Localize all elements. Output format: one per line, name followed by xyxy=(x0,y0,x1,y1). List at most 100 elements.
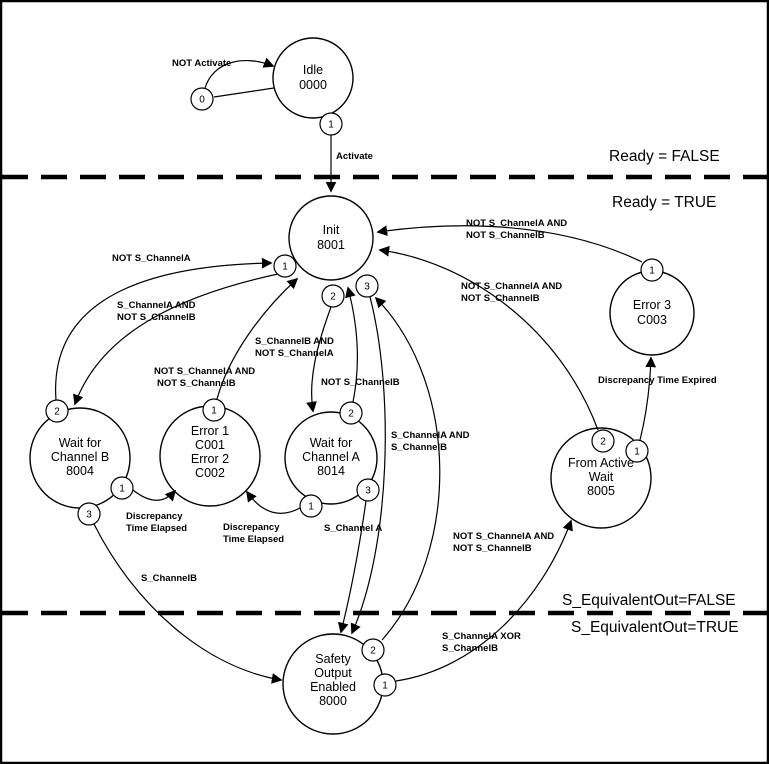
trans-label-init-to-waitb-line2: NOT S_ChannelB xyxy=(117,312,196,323)
edge-idle-selfloop-out xyxy=(213,87,275,98)
trans-label-waita-to-error-line1: Discrepancy xyxy=(223,522,280,533)
state-label-error3-name: Error 3 xyxy=(633,298,671,312)
port-label-waitb-t3: 3 xyxy=(86,510,92,521)
region-label-equivalentout-true: S_EquivalentOut=TRUE xyxy=(571,619,739,636)
state-label-so-line1: Safety xyxy=(315,652,351,666)
edge-waita-to-init xyxy=(345,286,358,403)
state-label-error2-code: C002 xyxy=(195,466,225,480)
port-label-idle-t1: 1 xyxy=(328,120,334,131)
trans-label-error12-to-init-line2: NOT S_ChannelB xyxy=(157,378,236,389)
state-wait-for-channel-a xyxy=(284,411,378,505)
edge-faw-to-init xyxy=(378,245,599,431)
region-label-ready-true: Ready = TRUE xyxy=(612,194,716,211)
state-label-idle-code: 0000 xyxy=(299,78,327,92)
port-label-init-t3: 3 xyxy=(364,282,370,293)
trans-label-waita-to-so: S_Channel A xyxy=(324,523,382,534)
port-label-init-t1: 1 xyxy=(282,262,288,273)
state-label-faw-code: 8005 xyxy=(587,484,615,498)
edge-init-to-waita xyxy=(306,306,332,413)
port-error3-t1 xyxy=(640,258,664,282)
port-label-waitb-t2: 2 xyxy=(54,407,60,418)
port-label-waitb-t1: 1 xyxy=(119,484,125,495)
trans-label-not-activate: NOT Activate xyxy=(172,58,231,69)
trans-label-error3-to-init-line1: NOT S_ChannelA AND xyxy=(466,218,567,229)
edge-init-to-so xyxy=(350,296,386,635)
port-waita-t2 xyxy=(339,401,363,425)
state-label-so-code: 8000 xyxy=(319,694,347,708)
region-label-ready-false: Ready = FALSE xyxy=(609,148,720,165)
trans-label-waitb-to-init: NOT S_ChannelA xyxy=(112,253,191,264)
trans-label-init-to-waitb-line1: S_ChannelA AND xyxy=(117,300,196,311)
state-label-waita-line1: Wait for xyxy=(310,436,353,450)
port-waitb-t1 xyxy=(110,476,134,500)
state-label-waitb-code: 8004 xyxy=(66,464,94,478)
port-idle-t1 xyxy=(319,112,343,136)
state-label-error1-name: Error 1 xyxy=(191,424,229,438)
trans-label-so-to-init-line1: NOT S_ChannelA AND xyxy=(453,531,554,542)
port-so-t1 xyxy=(373,673,397,697)
state-label-error2-name: Error 2 xyxy=(191,452,229,466)
state-label-error3-code: C003 xyxy=(637,313,667,327)
state-label-init-code: 8001 xyxy=(317,238,345,252)
trans-label-so-to-faw-line2: S_ChannelB xyxy=(442,643,498,654)
trans-label-waitb-to-so: S_ChannelB xyxy=(141,573,197,584)
edge-waitb-to-so xyxy=(93,523,283,684)
port-waita-t3 xyxy=(356,478,380,502)
state-label-idle-name: Idle xyxy=(303,63,323,77)
port-init-t3 xyxy=(355,274,379,298)
port-faw-t1 xyxy=(625,439,649,463)
port-waitb-t2 xyxy=(45,399,69,423)
trans-label-so-to-faw-line1: S_ChannelA XOR xyxy=(442,631,521,642)
port-label-waita-t3: 3 xyxy=(365,486,371,497)
trans-label-init-to-waita-line2: NOT S_ChannelA xyxy=(255,348,334,359)
trans-label-faw-to-error3: Discrepancy Time Expired xyxy=(598,375,717,386)
port-waita-t1 xyxy=(299,494,323,518)
edge-faw-to-error3 xyxy=(639,356,657,441)
port-faw-t2 xyxy=(591,429,615,453)
edge-waita-to-error12 xyxy=(246,490,301,514)
state-label-waita-line2: Channel A xyxy=(302,450,360,464)
port-label-init-t2: 2 xyxy=(330,292,336,303)
trans-label-activate: Activate xyxy=(336,151,373,162)
state-label-waitb-line1: Wait for xyxy=(59,436,102,450)
trans-label-init-to-so-line2: S_ChannelB xyxy=(391,442,447,453)
edge-so-to-init xyxy=(374,296,441,641)
port-label-error3-t1: 1 xyxy=(649,266,655,277)
edge-error12-to-init xyxy=(216,277,299,400)
state-label-init-name: Init xyxy=(323,223,340,237)
port-label-error12-t1: 1 xyxy=(211,406,217,417)
trans-label-so-to-init-line2: NOT S_ChannelB xyxy=(453,543,532,554)
port-label-waita-t2: 2 xyxy=(348,409,354,420)
port-label-faw-t1: 1 xyxy=(634,447,640,458)
edge-error3-to-init xyxy=(376,225,643,263)
port-idle-t0 xyxy=(190,87,214,111)
trans-label-error12-to-init-line1: NOT S_ChannelA AND xyxy=(154,366,255,377)
trans-label-init-to-so-line1: S_ChannelA AND xyxy=(391,430,470,441)
trans-label-waitb-to-error-line1: Discrepancy xyxy=(126,511,183,522)
state-label-so-line3: Enabled xyxy=(310,680,356,694)
port-init-t1 xyxy=(273,254,297,278)
trans-label-faw-to-init-line2: NOT S_ChannelB xyxy=(461,293,540,304)
edge-init-to-waitb xyxy=(73,273,279,406)
trans-label-error3-to-init-line2: NOT S_ChannelB xyxy=(466,230,545,241)
port-waitb-t3 xyxy=(77,502,101,526)
trans-label-waitb-to-error-line2: Time Elapsed xyxy=(126,523,187,534)
edge-waitb-to-init xyxy=(55,257,273,401)
port-label-idle-t0: 0 xyxy=(199,95,205,106)
state-label-so-line2: Output xyxy=(314,666,352,680)
state-label-waitb-line2: Channel B xyxy=(51,450,109,464)
edge-so-to-faw xyxy=(395,519,573,682)
trans-label-waita-to-init: NOT S_ChannelB xyxy=(321,377,400,388)
region-label-equivalentout-false: S_EquivalentOut=FALSE xyxy=(562,592,736,609)
port-error12-t1 xyxy=(202,398,226,422)
state-label-faw-line1: From Active xyxy=(568,456,634,470)
port-init-t2 xyxy=(321,284,345,308)
port-label-so-t1: 1 xyxy=(382,681,388,692)
port-label-faw-t2: 2 xyxy=(600,437,606,448)
edge-not-activate xyxy=(204,57,275,89)
state-idle xyxy=(272,37,354,119)
edge-waitb-to-error12 xyxy=(132,489,177,502)
